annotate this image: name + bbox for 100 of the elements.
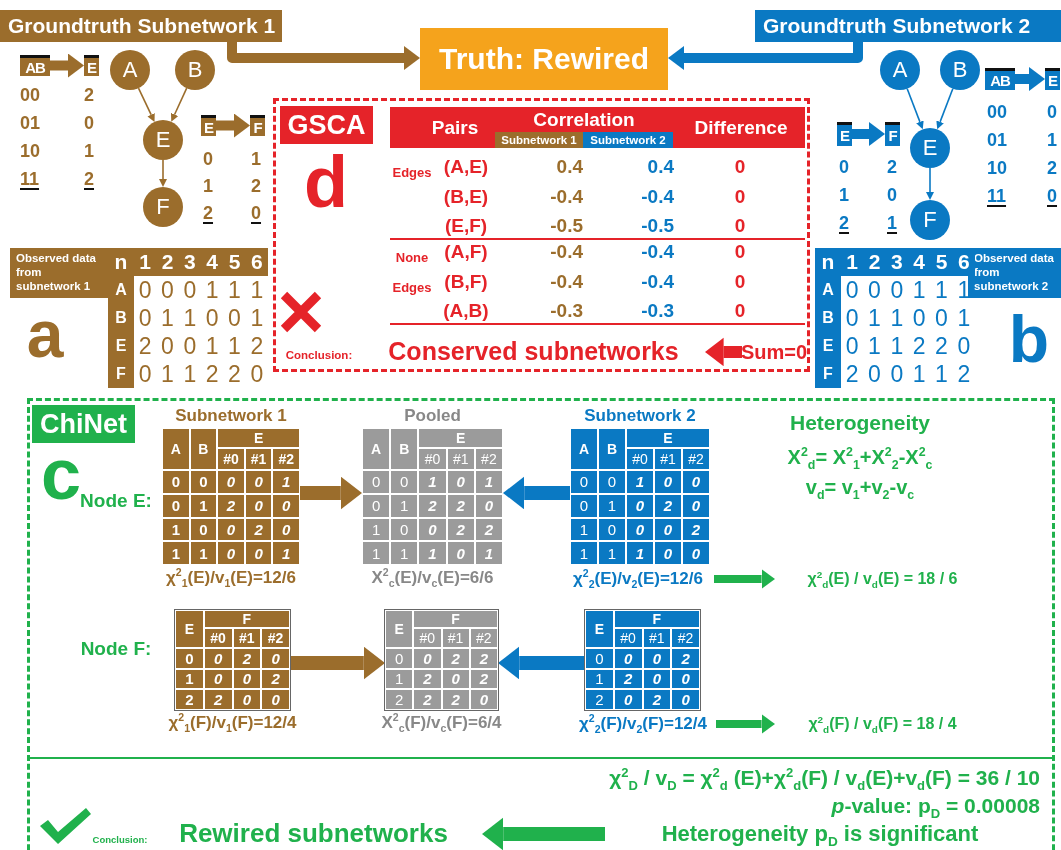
- pair-label: (A,F): [443, 240, 489, 264]
- title-banner: Groundtruth Subnetwork 2: [755, 10, 1061, 42]
- arrow: [906, 87, 924, 130]
- table-cell: 2: [175, 689, 204, 710]
- matrix-value: 2: [956, 360, 972, 388]
- table-value: 2: [251, 175, 261, 198]
- group-label: Edges: [391, 278, 433, 296]
- table-value: 01: [20, 112, 41, 135]
- arrow: [852, 122, 885, 146]
- table-cell: 0: [203, 648, 233, 669]
- table-cell: 0: [362, 470, 391, 494]
- header-value: 2: [160, 249, 175, 275]
- correlation-value: -0.5: [640, 214, 674, 238]
- header-value: 6: [249, 249, 264, 275]
- formula-text: χ$^{2}$$_{d}$(E) / v$_{d}$(E) = 18 / 6: [775, 567, 990, 591]
- matrix-value: 0: [137, 304, 153, 332]
- arrow: [705, 337, 742, 367]
- matrix-value: 0: [182, 276, 198, 304]
- title-banner: Groundtruth Subnetwork 1: [0, 10, 282, 42]
- table-cell: 0: [570, 493, 598, 518]
- header-value: n: [820, 249, 836, 275]
- table-header-cell: #2: [261, 628, 290, 648]
- node-circle: F: [143, 187, 183, 227]
- difference-value: 0: [733, 185, 747, 209]
- dashed-panel: [27, 398, 1055, 850]
- pair-label: (B,E): [442, 185, 490, 209]
- table-header-cell: A: [362, 428, 391, 470]
- table-header-cell: #0: [418, 448, 447, 470]
- arrow: [1015, 67, 1045, 91]
- table-header-cell: B: [390, 428, 419, 470]
- arrow: [668, 42, 863, 70]
- table-value: 01: [987, 129, 1008, 152]
- table-cell: 1: [585, 668, 614, 690]
- table-cell: 0: [642, 648, 672, 669]
- column-label: Subnetwork 2: [583, 132, 673, 148]
- table-cell: 1: [626, 470, 654, 494]
- table-cell: 1: [272, 470, 300, 494]
- matrix-value: 0: [844, 276, 860, 304]
- matrix-value: 1: [889, 332, 905, 360]
- matrix-value: 2: [137, 332, 153, 360]
- matrix-value: 2: [934, 332, 949, 360]
- table-value: 0: [887, 184, 897, 207]
- table-cell: 2: [654, 493, 682, 518]
- table-value: 1: [839, 184, 849, 207]
- contingency-table: [175, 610, 290, 710]
- header-value: A: [114, 280, 128, 300]
- arrow: [936, 87, 954, 130]
- table-cell: 2: [418, 493, 447, 518]
- table-value: 11: [20, 168, 40, 191]
- correlation-value: -0.4: [549, 185, 583, 209]
- table-cell: 2: [469, 648, 498, 669]
- matrix-value: 0: [249, 360, 265, 388]
- table-cell: 0: [162, 493, 190, 518]
- table-value: 1: [84, 140, 94, 163]
- table-cell: 2: [413, 689, 442, 710]
- header-label: Correlation: [532, 108, 636, 132]
- table-header-cell: E: [626, 428, 710, 448]
- table-cell: 0: [613, 648, 643, 669]
- header-value: B: [821, 308, 835, 328]
- header-label: Pairs: [430, 116, 480, 140]
- table-cell: 0: [671, 668, 700, 690]
- matrix-value: 2: [227, 360, 242, 388]
- arrow: [170, 87, 188, 122]
- table-header-cell: #0: [626, 448, 654, 470]
- header-value: A: [821, 280, 835, 300]
- table-cell: 0: [682, 470, 710, 494]
- table-cell: 0: [175, 648, 204, 669]
- table-cell: 1: [570, 541, 598, 565]
- header-value: F: [115, 364, 127, 384]
- matrix-value: 1: [249, 304, 265, 332]
- reason-text: Heterogeneity p$_{D}$ is significant: [605, 819, 1035, 849]
- correlation-value: -0.4: [549, 270, 583, 294]
- difference-value: 0: [733, 214, 747, 238]
- table-header-cell: B: [598, 428, 626, 470]
- table-value: 0: [84, 112, 94, 135]
- correlation-value: -0.4: [640, 240, 674, 264]
- header-value: 1: [138, 249, 152, 275]
- table-cell: 1: [362, 541, 391, 565]
- matrix-value: 1: [911, 276, 927, 304]
- arrow: [503, 476, 570, 510]
- panel-tag: GSCA: [280, 106, 373, 144]
- table-header-cell: #1: [244, 448, 273, 470]
- correlation-value: 0.4: [646, 155, 674, 179]
- formula-text: χ$^{2}$$_{d}$(F) / v$_{d}$(F) = 18 / 4: [775, 712, 990, 736]
- correlation-value: 0.4: [555, 155, 583, 179]
- conclusion-label: Conclusion:: [284, 348, 354, 363]
- table-cell: 0: [654, 470, 682, 494]
- matrix-value: 0: [934, 304, 949, 332]
- column-header-box: F: [250, 115, 265, 136]
- column-header-box: F: [885, 122, 900, 146]
- table-cell: 0: [626, 517, 654, 542]
- table-cell: 0: [390, 517, 419, 542]
- column-label: Subnetwork 1: [495, 132, 583, 148]
- table-cell: 0: [598, 470, 626, 494]
- pair-label: (A,B): [442, 299, 490, 323]
- node-circle: E: [910, 128, 950, 168]
- matrix-value: 0: [889, 360, 905, 388]
- table-cell: 0: [232, 689, 262, 710]
- table-cell: 0: [385, 648, 414, 669]
- table-cell: 0: [446, 541, 475, 565]
